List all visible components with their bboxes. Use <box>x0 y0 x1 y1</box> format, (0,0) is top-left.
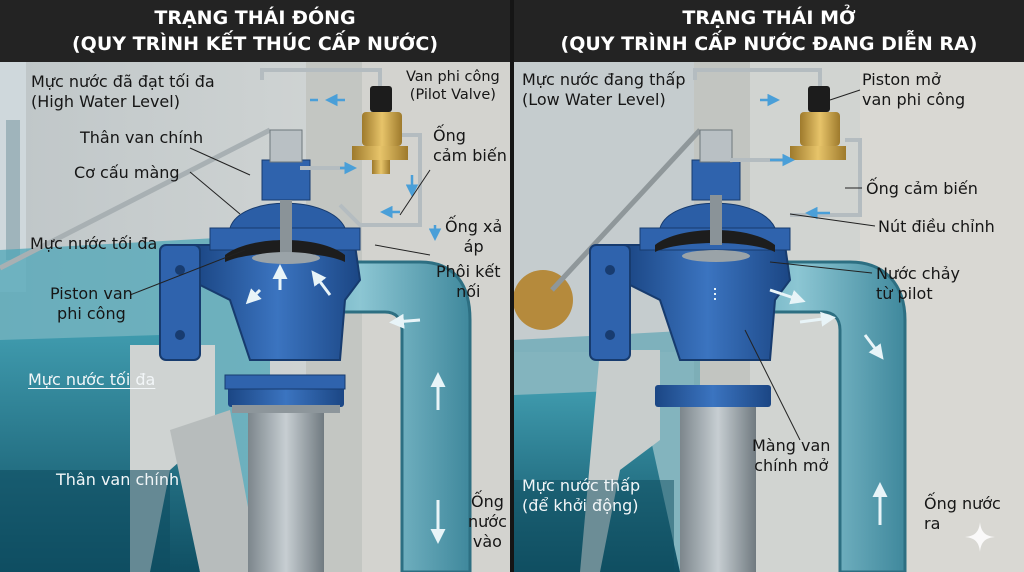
left-panel-header: TRẠNG THÁI ĐÓNG (QUY TRÌNH KẾT THÚC CẤP … <box>0 0 510 62</box>
float-arm-left <box>0 127 272 271</box>
label-diaphragm-open-line2: chính mở <box>754 456 829 475</box>
float-arm-right <box>550 128 702 292</box>
right-leader-lines <box>744 89 876 441</box>
right-flow-arrow-2 <box>799 311 836 327</box>
label-sensor-pipe-left: Ống cảm biến <box>433 126 507 166</box>
label-max-level-top: Mực nước tối đa <box>30 234 158 253</box>
label-pilot-valve-line2: (Pilot Valve) <box>409 87 496 103</box>
right-pilot-assembly <box>693 68 862 220</box>
label-outlet-line2: ra <box>924 514 941 533</box>
left-flow-arrow-upper <box>389 313 421 329</box>
label-exhaust-line2: áp <box>463 237 484 256</box>
label-pilot-flow-line1: Nước chảy <box>876 264 960 283</box>
right-title-line2: (QUY TRÌNH CẤP NƯỚC ĐANG DIỄN RA) <box>560 33 978 55</box>
label-sensor-pipe-right: Ống cảm biến <box>866 179 978 198</box>
label-adjust-knob: Nút điều chỉnh <box>878 217 995 236</box>
right-flow-arrow-1 <box>769 288 806 305</box>
label-outlet-pipe: Ống nước ra <box>924 494 1001 534</box>
right-title-line1: TRẠNG THÁI MỞ <box>682 7 856 29</box>
right-base-pipe <box>680 400 756 572</box>
left-leader-lines <box>129 147 431 296</box>
label-pilot-flow: Nước chảy từ pilot <box>876 264 960 304</box>
label-outlet-line1: Ống nước <box>924 494 1001 513</box>
label-low-water-level: Mực nước đang thấp (Low Water Level) <box>522 70 686 110</box>
label-diaphragm-open-line1: Màng van <box>752 436 831 455</box>
label-high-water-level: Mực nước đã đạt tối đa (High Water Level… <box>31 72 215 112</box>
left-title-line1: TRẠNG THÁI ĐÓNG <box>154 7 356 29</box>
label-piston-open-line2: van phi công <box>862 90 966 109</box>
label-high-water-line2: (High Water Level) <box>31 92 180 111</box>
left-title-line2: (QUY TRÌNH KẾT THÚC CẤP NƯỚC) <box>71 33 439 55</box>
label-fitting: Phôi kết nối <box>436 262 501 302</box>
label-diaphragm: Cơ cấu màng <box>74 163 180 182</box>
label-piston: Piston van phi công <box>50 284 133 324</box>
label-low-water-line2: (Low Water Level) <box>522 90 666 109</box>
right-valve-body <box>589 129 792 361</box>
label-low-water-line1: Mực nước đang thấp <box>522 70 686 89</box>
label-high-water-line1: Mực nước đã đạt tối đa <box>31 72 215 91</box>
left-inlet-pipe <box>228 385 344 572</box>
label-exhaust: Ống xả áp <box>445 217 502 257</box>
label-pilot-valve-line1: Van phi công <box>406 69 500 85</box>
right-flow-arrow-3 <box>863 334 884 360</box>
label-piston-line2: phi công <box>57 304 126 323</box>
right-panel-header: TRẠNG THÁI MỞ (QUY TRÌNH CẤP NƯỚC ĐANG D… <box>514 0 1024 62</box>
label-fitting-line2: nối <box>456 282 481 301</box>
sparkle-icon <box>965 522 995 552</box>
label-piston-open: Piston mở van phi công <box>862 70 965 110</box>
label-low-start: Mực nước thấp (để khởi động) <box>522 476 640 516</box>
label-low-start-line1: Mực nước thấp <box>522 476 641 495</box>
left-pilot-assembly <box>260 68 442 241</box>
label-low-start-line2: (để khởi động) <box>522 496 639 515</box>
label-inlet-line3: vào <box>472 532 502 551</box>
label-exhaust-line1: Ống xả <box>445 217 503 236</box>
label-max-level-bottom: Mực nước tối đa <box>28 370 156 389</box>
label-piston-line1: Piston van <box>50 284 133 303</box>
label-pilot-valve: Van phi công (Pilot Valve) <box>406 68 500 104</box>
label-sensor-pipe-line1: Ống <box>433 126 466 145</box>
label-main-body: Thân van chính <box>80 128 204 147</box>
label-pilot-flow-line2: từ pilot <box>876 284 933 303</box>
label-piston-open-line1: Piston mở <box>862 70 941 89</box>
label-fitting-line1: Phôi kết <box>436 262 501 281</box>
label-diaphragm-open: Màng van chính mở <box>752 436 830 476</box>
label-inlet-line2: nước <box>468 512 507 531</box>
panel-divider <box>510 0 514 572</box>
label-main-body-bottom: Thân van chính <box>56 470 180 489</box>
label-sensor-pipe-line2: cảm biến <box>433 146 507 165</box>
label-inlet-line1: Ống <box>470 492 504 511</box>
label-inlet-pipe: Ống nước vào <box>468 492 507 552</box>
